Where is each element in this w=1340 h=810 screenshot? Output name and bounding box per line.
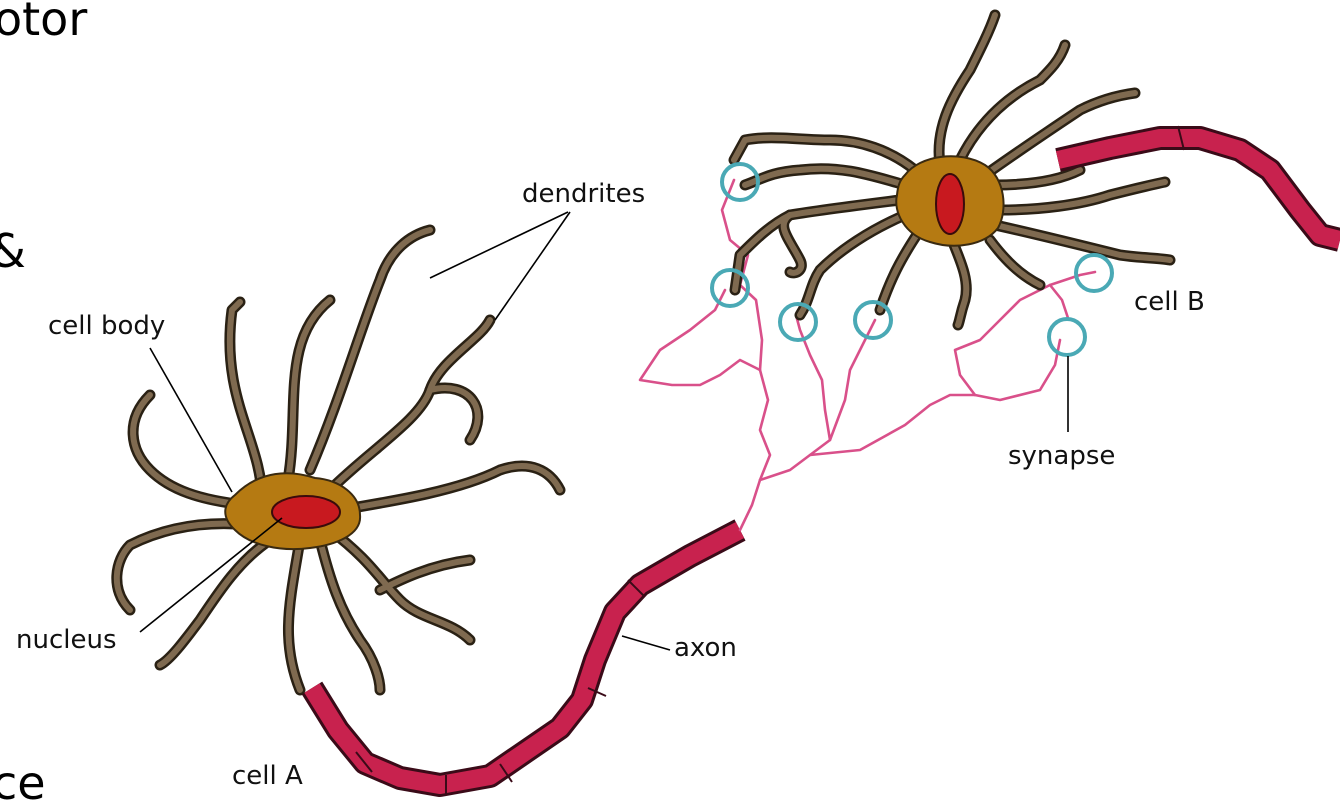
- label-axon: axon: [674, 633, 737, 663]
- cell-body-leader: [150, 348, 232, 492]
- label-cell-a: cell A: [232, 761, 303, 791]
- cell-a-nucleus: [272, 496, 340, 528]
- label-dendrites: dendrites: [522, 179, 645, 209]
- label-nucleus: nucleus: [16, 625, 117, 655]
- cell-a: [117, 230, 560, 690]
- synapse-marker: [1049, 319, 1085, 355]
- axon-leader: [622, 636, 670, 650]
- cell-b-nucleus: [936, 174, 964, 234]
- label-synapse: synapse: [1008, 441, 1115, 471]
- cell-b: [734, 15, 1340, 325]
- label-cell-b: cell B: [1134, 287, 1205, 317]
- cell-a-dendrites: [117, 230, 560, 690]
- label-cell-body: cell body: [48, 311, 165, 341]
- synapse-marker: [855, 302, 891, 338]
- leader-lines: [140, 212, 1068, 650]
